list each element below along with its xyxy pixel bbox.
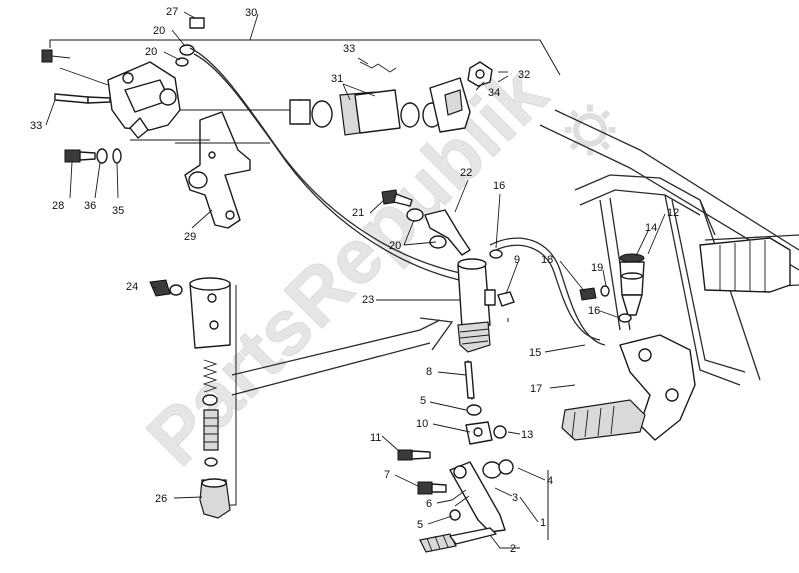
callout-7: 7 (384, 469, 390, 481)
callout-34: 34 (488, 87, 500, 99)
callout-20: 20 (153, 25, 165, 37)
callout-18: 18 (541, 254, 553, 266)
callout-24: 24 (126, 281, 138, 293)
callout-13: 13 (521, 429, 533, 441)
callout-23: 23 (362, 294, 374, 306)
callout-20: 20 (389, 240, 401, 252)
footpeg-bracket (561, 334, 696, 441)
callout-11: 11 (370, 432, 381, 444)
callout-20: 20 (145, 46, 157, 58)
motorcycle-frame (539, 109, 799, 386)
callout-5: 5 (420, 395, 426, 407)
callout-31: 31 (331, 73, 343, 85)
brake-hose (189, 47, 471, 283)
callout-30: 30 (245, 7, 257, 19)
callout-21: 21 (352, 207, 364, 219)
callout-22: 22 (460, 167, 472, 179)
callout-14: 14 (645, 222, 657, 234)
brake-pedal-linkage (397, 359, 514, 553)
leader-lines (45, 11, 666, 549)
brake-fluid-reservoir (579, 253, 645, 323)
callout-8: 8 (426, 366, 432, 378)
callout-36: 36 (84, 200, 96, 212)
callout-35: 35 (112, 205, 124, 217)
rear-caliper (41, 17, 205, 139)
callout-26: 26 (155, 493, 167, 505)
caliper-bracket (184, 111, 251, 229)
callout-1: 1 (540, 517, 546, 529)
callout-4: 4 (547, 475, 553, 487)
callout-15: 15 (529, 347, 541, 359)
callout-labels: 27 30 20 20 33 31 32 34 33 28 36 35 29 2… (30, 6, 679, 555)
caliper-bolt-set (64, 148, 122, 164)
callout-27: 27 (166, 6, 178, 18)
callout-16: 16 (588, 305, 600, 317)
callout-17: 17 (530, 383, 542, 395)
gear-icon (564, 104, 616, 156)
brake-pads-assembly (289, 61, 493, 136)
callout-12: 12 (667, 207, 679, 219)
callout-33: 33 (30, 120, 42, 132)
callout-29: 29 (184, 231, 196, 243)
callout-19: 19 (591, 262, 603, 274)
callout-5: 5 (417, 519, 423, 531)
callout-6: 6 (426, 498, 432, 510)
group-brackets (49, 39, 561, 540)
callout-2: 2 (510, 543, 516, 555)
callout-32: 32 (518, 69, 530, 81)
callout-10: 10 (416, 418, 428, 430)
master-cylinder-exploded (149, 277, 454, 519)
callout-33: 33 (343, 43, 355, 55)
master-cylinder (381, 189, 606, 353)
callout-9: 9 (514, 254, 520, 266)
callout-16: 16 (493, 180, 505, 192)
callout-28: 28 (52, 200, 64, 212)
callout-3: 3 (512, 492, 518, 504)
